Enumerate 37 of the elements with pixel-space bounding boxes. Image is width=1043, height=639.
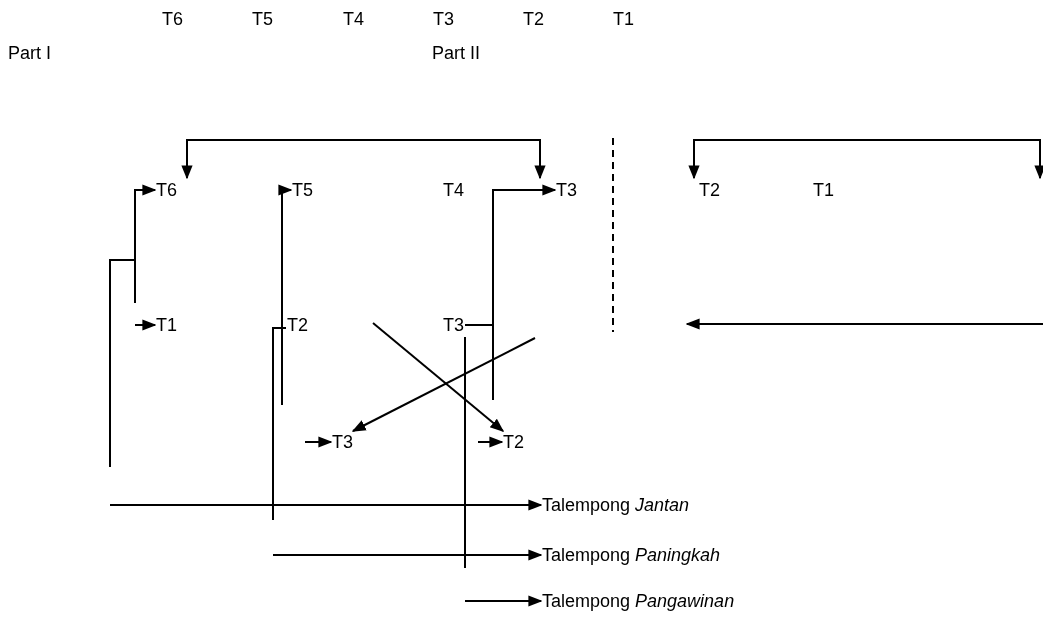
arrow: [372, 322, 505, 432]
arrow: [181, 139, 546, 180]
column-label: T1: [613, 8, 634, 30]
tone-label: T2: [699, 179, 720, 201]
column-label: T3: [433, 8, 454, 30]
arrow: [134, 319, 157, 331]
tone-label: T6: [156, 179, 177, 201]
part-label: Part II: [432, 42, 480, 64]
tone-label: T2: [503, 431, 524, 453]
arrow: [109, 499, 543, 511]
arrow: [272, 549, 543, 561]
arrow: [109, 184, 157, 468]
tone-label: T3: [332, 431, 353, 453]
arrow: [351, 337, 536, 432]
part-label: Part I: [8, 42, 51, 64]
arrow: [464, 184, 557, 326]
tone-label: T5: [292, 179, 313, 201]
column-label: T5: [252, 8, 273, 30]
arrow: [278, 184, 293, 406]
connector-line: [464, 336, 466, 569]
instrument-label: Talempong Paningkah: [542, 544, 721, 566]
instrument-label: Talempong Pangawinan: [542, 590, 735, 612]
arrow: [464, 595, 543, 607]
tone-label: T3: [556, 179, 577, 201]
tone-label: T3: [443, 314, 464, 336]
tone-label: T2: [287, 314, 308, 336]
arrow: [477, 436, 504, 448]
instrument-label: Talempong Jantan: [542, 494, 690, 516]
tone-label: T4: [443, 179, 464, 201]
column-label: T4: [343, 8, 364, 30]
arrow: [304, 436, 333, 448]
tone-label: T1: [156, 314, 177, 336]
column-label: T2: [523, 8, 544, 30]
connector-line: [272, 327, 287, 521]
column-label: T6: [162, 8, 183, 30]
arrow: [688, 139, 1043, 180]
tone-label: T1: [813, 179, 834, 201]
